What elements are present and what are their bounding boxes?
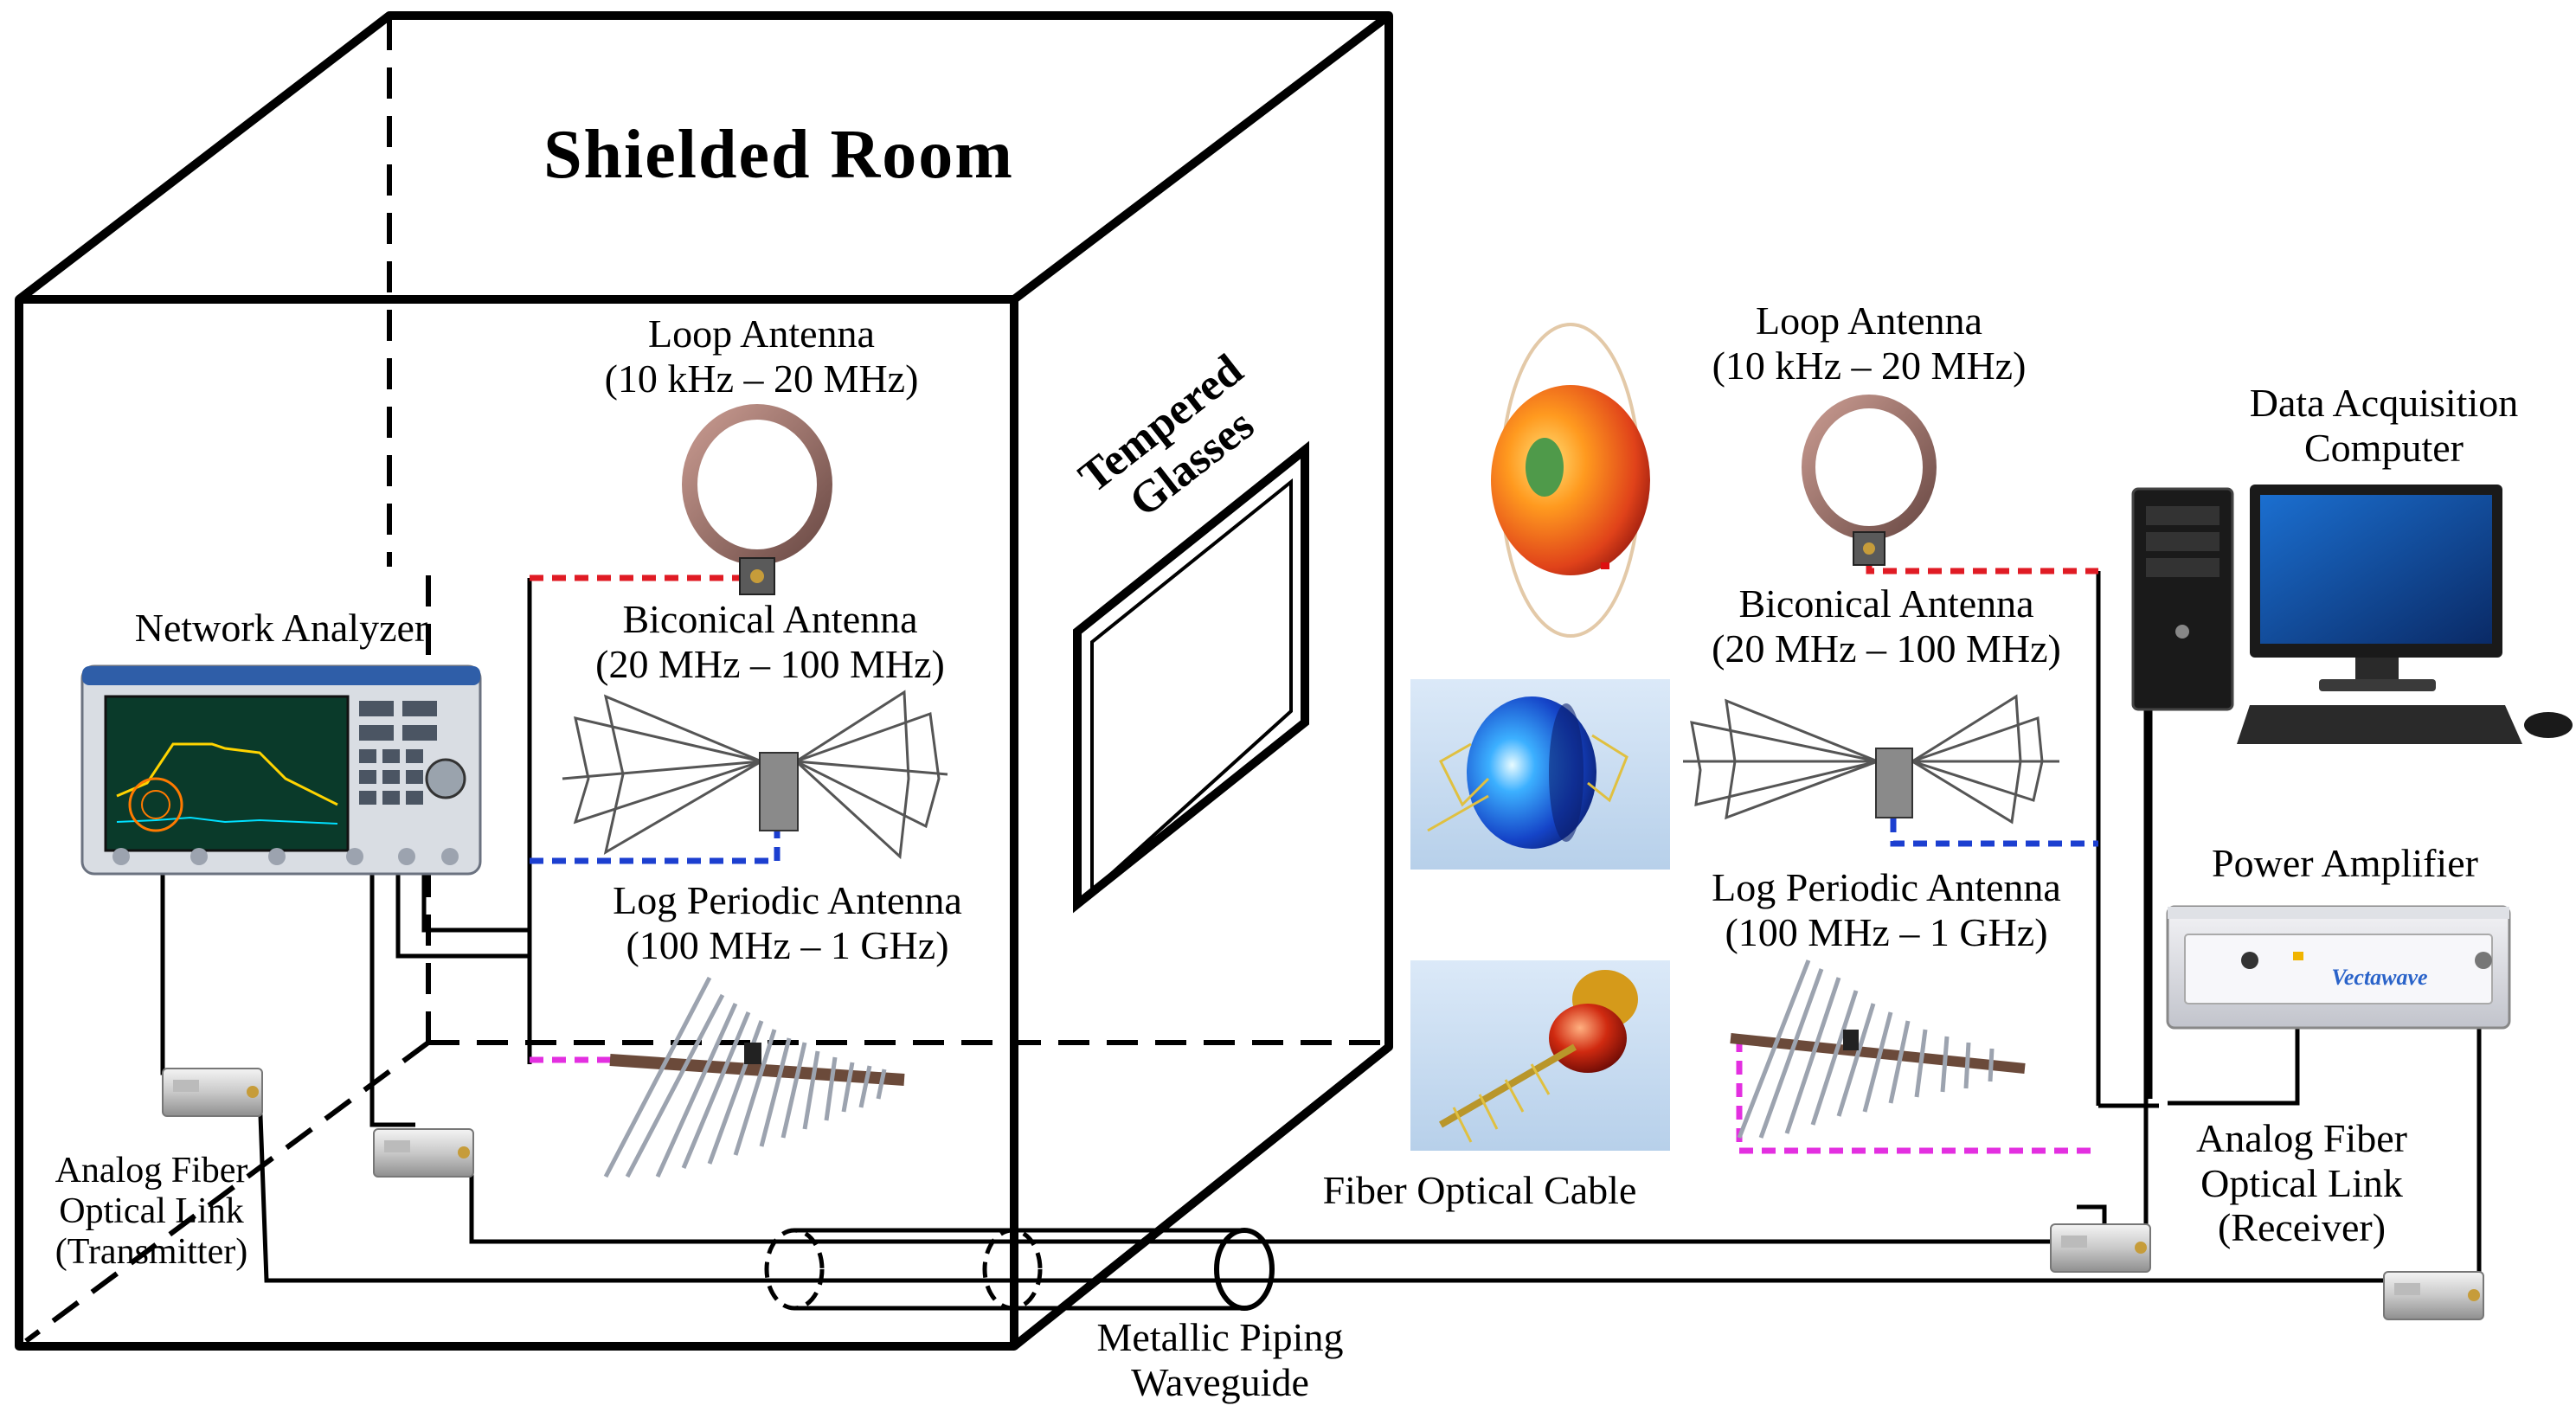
fiber-and-coax-cables <box>160 571 2482 1283</box>
shielded-room-outline <box>15 11 1393 1351</box>
rx-fiber-line1: Analog Fiber <box>2195 1116 2407 1160</box>
data-acquisition-computer <box>2131 485 2573 744</box>
tempered-glass-window <box>1073 440 1309 914</box>
fiber-cable-text: Fiber Optical Cable <box>1322 1168 1637 1212</box>
right-log-periodic-range: (100 MHz – 1 GHz) <box>1725 909 2048 954</box>
right-loop-name: Loop Antenna <box>1756 298 1982 343</box>
left-log-periodic-range: (100 MHz – 1 GHz) <box>626 922 949 967</box>
waveguide-line2: Waveguide <box>1131 1359 1309 1404</box>
tx-fiber-box-2 <box>373 1128 474 1178</box>
biconical-pattern-image <box>1410 679 1670 870</box>
power-amplifier-text: Power Amplifier <box>2212 841 2478 885</box>
rx-fiber-box-1 <box>2050 1223 2151 1273</box>
left-log-periodic-antenna <box>603 976 905 1178</box>
metallic-waveguide-pipe <box>764 1228 1275 1311</box>
room-title-text: Shielded Room <box>543 117 1014 193</box>
amplifier-brand-text: Vectawave <box>2331 965 2428 990</box>
computer-line2: Computer <box>2304 425 2464 470</box>
left-biconical-name: Biconical Antenna <box>622 597 918 641</box>
left-loop-antenna <box>682 404 832 595</box>
log-periodic-pattern-image <box>1410 960 1670 1151</box>
network-analyzer-text: Network Analyzer <box>134 606 428 650</box>
left-loop-name: Loop Antenna <box>648 311 875 356</box>
left-log-periodic-label: Log Periodic Antenna (100 MHz – 1 GHz) <box>562 878 1012 967</box>
left-biconical-antenna <box>562 690 948 860</box>
rx-fiber-label: Analog Fiber Optical Link (Receiver) <box>2155 1116 2449 1250</box>
rx-fiber-line2: Optical Link <box>2200 1160 2403 1205</box>
rx-fiber-box-2 <box>2383 1271 2484 1320</box>
right-biconical-range: (20 MHz – 100 MHz) <box>1712 626 2061 671</box>
tx-fiber-box-1 <box>162 1068 263 1117</box>
left-loop-label: Loop Antenna (10 kHz – 20 MHz) <box>545 311 978 401</box>
left-loop-range: (10 kHz – 20 MHz) <box>604 356 919 401</box>
biconical-antenna-link <box>530 796 2098 864</box>
network-analyzer-label: Network Analyzer <box>82 606 480 651</box>
right-loop-antenna <box>1802 395 1937 566</box>
shielded-room-hidden-edges <box>24 19 1384 1344</box>
fiber-cable-label: Fiber Optical Cable <box>1281 1168 1679 1213</box>
rx-fiber-line3: (Receiver) <box>2217 1205 2386 1250</box>
right-biconical-antenna <box>1683 694 2059 825</box>
right-log-periodic-name: Log Periodic Antenna <box>1712 865 2061 909</box>
power-amplifier-label: Power Amplifier <box>2163 841 2527 886</box>
right-biconical-name: Biconical Antenna <box>1738 581 2034 626</box>
right-biconical-label: Biconical Antenna (20 MHz – 100 MHz) <box>1670 581 2103 671</box>
waveguide-label: Metallic Piping Waveguide <box>1021 1315 1419 1404</box>
tx-fiber-line1: Analog Fiber <box>55 1151 248 1191</box>
left-log-periodic-name: Log Periodic Antenna <box>613 878 962 922</box>
amplifier-brand: Vectawave <box>2310 965 2449 990</box>
power-amplifier-device <box>2166 905 2511 1030</box>
waveguide-line1: Metallic Piping <box>1096 1315 1344 1359</box>
right-log-periodic-label: Log Periodic Antenna (100 MHz – 1 GHz) <box>1661 865 2111 954</box>
right-loop-label: Loop Antenna (10 kHz – 20 MHz) <box>1653 298 2085 388</box>
computer-line1: Data Acquisition <box>2249 381 2519 425</box>
tx-fiber-line2: Optical Link <box>59 1191 244 1232</box>
tx-fiber-line3: (Transmitter) <box>55 1232 248 1273</box>
right-loop-range: (10 kHz – 20 MHz) <box>1712 343 2027 388</box>
tx-fiber-label: Analog Fiber Optical Link (Transmitter) <box>26 1151 277 1273</box>
loop-pattern-image <box>1491 323 1650 638</box>
left-biconical-range: (20 MHz – 100 MHz) <box>595 641 945 686</box>
right-log-periodic-antenna <box>1730 960 2026 1139</box>
computer-label: Data Acquisition Computer <box>2198 381 2570 470</box>
room-title: Shielded Room <box>450 117 1108 195</box>
left-biconical-label: Biconical Antenna (20 MHz – 100 MHz) <box>554 597 986 686</box>
network-analyzer-device <box>80 664 482 876</box>
